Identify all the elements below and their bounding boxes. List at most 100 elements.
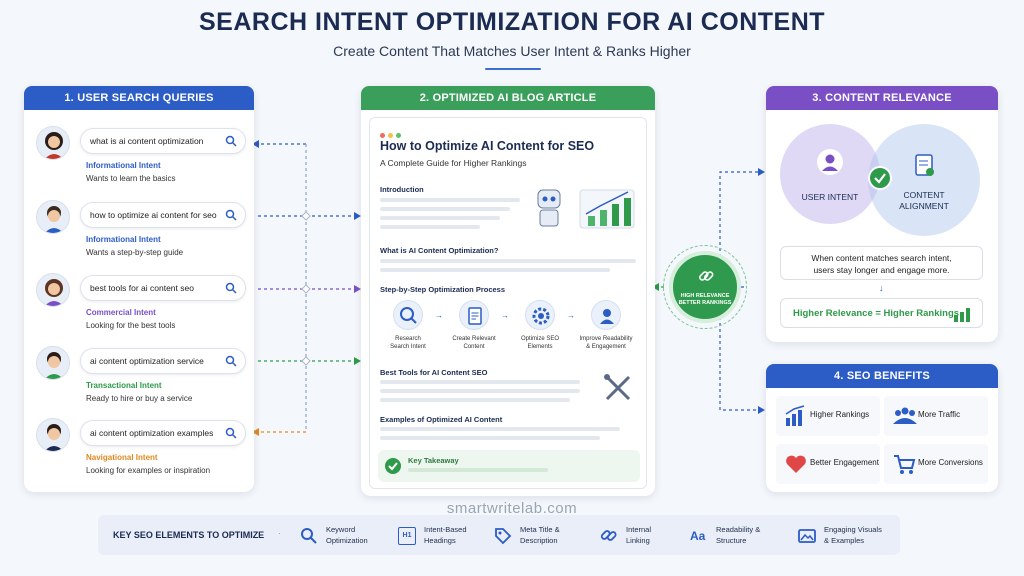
panel-1-title: 1. USER SEARCH QUERIES [24, 86, 254, 110]
intent-description: Looking for examples or inspiration [86, 466, 211, 475]
watermark: smartwritelab.com [446, 500, 578, 517]
text-line [380, 198, 520, 202]
ranking-text: Higher Relevance = Higher Rankings [793, 308, 960, 319]
heading-icon: H1 [398, 527, 416, 545]
step-arrow: → [567, 311, 575, 320]
intent-description: Looking for the best tools [86, 321, 176, 330]
step-label: Content [463, 344, 485, 350]
step-label: Create Relevant [452, 336, 496, 342]
article-title: How to Optimize AI Content for SEO [380, 139, 595, 153]
text-line [380, 380, 580, 384]
query-text: what is ai content optimization [90, 136, 204, 146]
link-icon [600, 530, 617, 541]
match-message-box: When content matches search intent,users… [780, 246, 983, 280]
text-line [380, 259, 636, 263]
search-icon [225, 135, 237, 147]
document-check-icon [915, 154, 934, 176]
step-improve: Improve Readability& Engagement [576, 300, 636, 351]
growth-bars-icon [954, 308, 970, 322]
text-line [380, 207, 510, 211]
page-subtitle: Create Content That Matches User Intent … [333, 43, 691, 59]
intent-description: Ready to hire or buy a service [86, 394, 193, 403]
search-query-box[interactable]: how to optimize ai content for seo [80, 202, 246, 228]
intent-label: Transactional Intent [86, 381, 162, 390]
benefit-label: More Traffic [918, 410, 961, 419]
text-line [380, 436, 600, 440]
woman-avatar-icon [36, 273, 70, 307]
text-line [380, 216, 500, 220]
user-icon [600, 309, 614, 324]
hub-label: HIGH RELEVANCE [680, 293, 730, 299]
key-takeaway-box: Key Takeaway [378, 450, 640, 482]
element-label: Intent-Based [424, 525, 467, 534]
search-icon [225, 209, 237, 221]
content-relevance-panel: 3. CONTENT RELEVANCE USER INTENT CONTENT… [766, 86, 998, 342]
element-label: Engaging Visuals [824, 525, 882, 534]
section-heading: Introduction [380, 185, 424, 194]
element-label: Internal [626, 525, 652, 534]
query-text: ai content optimization service [90, 356, 204, 366]
optimized-blog-article-panel: 2. OPTIMIZED AI BLOG ARTICLE How to Opti… [361, 86, 655, 496]
element-label: Keyword [326, 525, 356, 534]
page-title: SEARCH INTENT OPTIMIZATION FOR AI CONTEN… [198, 8, 826, 36]
strip-label: KEY SEO ELEMENTS TO OPTIMIZE [113, 530, 265, 540]
search-icon [225, 282, 237, 294]
step-label: Elements [527, 344, 553, 350]
panel-4-title: 4. SEO BENEFITS [766, 364, 998, 388]
panel-2-title: 2. OPTIMIZED AI BLOG ARTICLE [361, 86, 655, 110]
cart-icon [894, 455, 916, 474]
benefit-label: Better Engagement [810, 458, 879, 467]
man-avatar-icon [36, 346, 70, 380]
search-query-box[interactable]: ai content optimization examples [80, 420, 246, 446]
element-label: Structure [716, 536, 747, 545]
user-icon [817, 149, 843, 175]
section-heading: Step-by-Step Optimization Process [380, 285, 506, 294]
section-heading: What is AI Content Optimization? [380, 246, 499, 255]
intent-label: Informational Intent [86, 161, 161, 170]
article-subtitle: A Complete Guide for Higher Rankings [380, 158, 527, 168]
benefit-better-engagement: Better Engagement [776, 444, 880, 484]
match-line: When content matches search intent, [811, 253, 952, 263]
query-text: ai content optimization examples [90, 428, 214, 438]
title-underline [485, 68, 541, 70]
user-intent-label: USER INTENT [801, 192, 859, 202]
man-avatar-icon [36, 200, 70, 234]
element-label: Meta Title & [520, 525, 560, 534]
query-item: how to optimize ai content for seo Infor… [34, 198, 249, 272]
heart-icon [786, 455, 806, 473]
section-heading: Best Tools for AI Content SEO [380, 368, 488, 377]
element-label: Readability & [716, 525, 761, 534]
ranking-box: Higher Relevance = Higher Rankings [780, 298, 983, 328]
step-arrow: → [435, 311, 443, 320]
element-label: Optimization [326, 536, 368, 545]
query-item: best tools for ai content seo Commercial… [34, 271, 249, 345]
window-dots [380, 125, 404, 143]
hub-ring [663, 245, 747, 329]
step-optimize: Optimize SEO Elements [510, 300, 570, 351]
intent-label: Commercial Intent [86, 308, 156, 317]
robot-growth-chart-icon [537, 189, 635, 229]
benefit-label: More Conversions [918, 458, 983, 467]
panel-3-title: 3. CONTENT RELEVANCE [766, 86, 998, 110]
search-query-box[interactable]: best tools for ai content seo [80, 275, 246, 301]
people-icon [893, 407, 917, 424]
man-avatar-icon [36, 418, 70, 452]
search-icon [225, 355, 237, 367]
benefit-label: Higher Rankings [810, 410, 870, 419]
search-query-box[interactable]: ai content optimization service [80, 348, 246, 374]
down-arrow-icon: ↓ [879, 283, 884, 293]
step-label: Optimize SEO [520, 336, 559, 342]
element-label: Linking [626, 536, 650, 545]
query-item: ai content optimization service Transact… [34, 344, 249, 418]
hub-label: BETTER RANKINGS [678, 300, 732, 306]
search-query-box[interactable]: what is ai content optimization [80, 128, 246, 154]
magnifier-icon [400, 307, 417, 324]
document-icon [468, 307, 482, 325]
section-heading: Examples of Optimized AI Content [380, 415, 503, 424]
intent-label: Navigational Intent [86, 453, 158, 462]
